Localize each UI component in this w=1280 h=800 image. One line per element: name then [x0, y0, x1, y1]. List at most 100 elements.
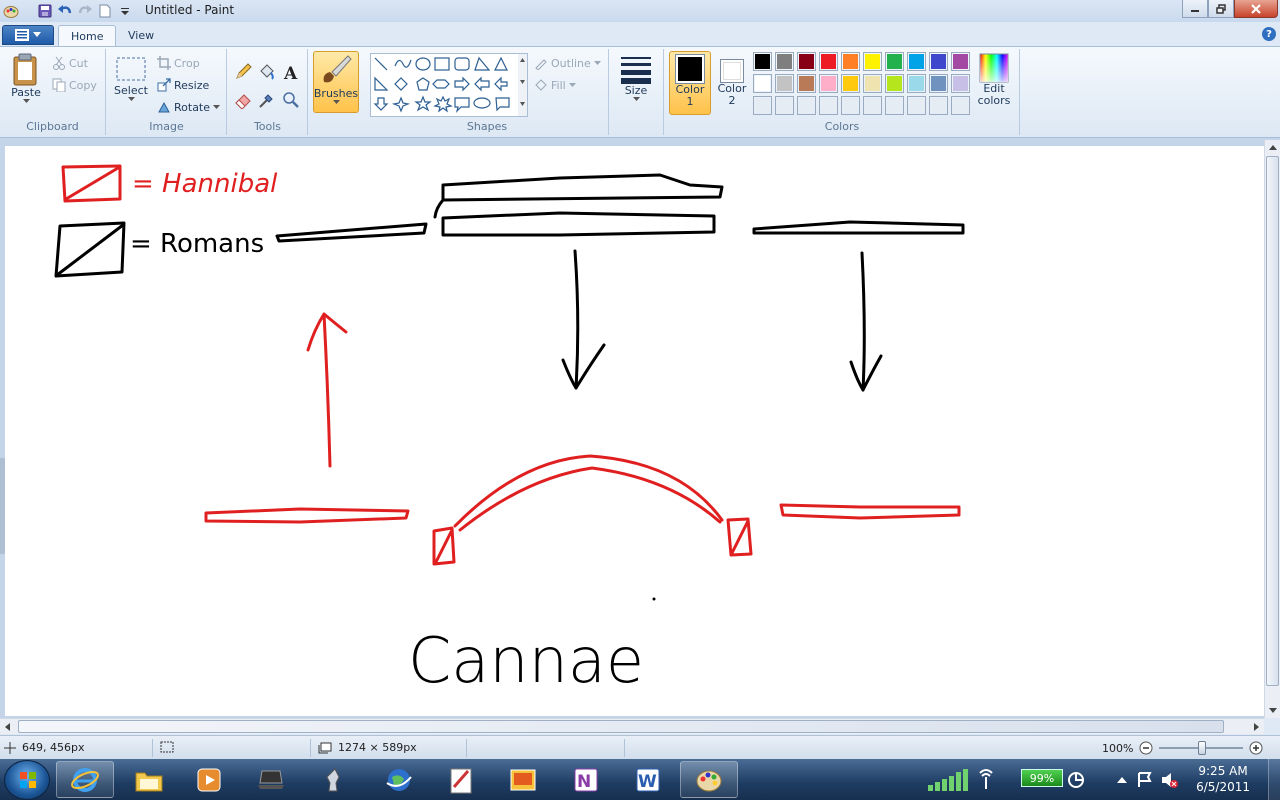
- rotate-button[interactable]: Rotate: [157, 97, 221, 117]
- palette-empty-swatch[interactable]: [863, 96, 882, 115]
- text-icon[interactable]: A: [280, 61, 301, 82]
- status-bar: 649, 456px 1274 × 589px 100%: [0, 735, 1280, 759]
- tab-home[interactable]: Home: [58, 25, 117, 46]
- undo-icon[interactable]: [56, 2, 74, 20]
- system-clock[interactable]: 9:25 AM 6/5/2011: [1196, 763, 1250, 795]
- zoom-out-icon[interactable]: [1139, 741, 1153, 755]
- zoom-slider-thumb[interactable]: [1198, 741, 1207, 755]
- palette-color-swatch[interactable]: [929, 74, 948, 93]
- restore-button[interactable]: [1208, 0, 1234, 18]
- size-button[interactable]: Size: [616, 53, 656, 102]
- scroll-right-icon[interactable]: [1248, 719, 1264, 735]
- minimize-button[interactable]: [1182, 0, 1208, 18]
- palette-empty-swatch[interactable]: [753, 96, 772, 115]
- scroll-down-icon[interactable]: [1265, 702, 1280, 718]
- taskbar-chess[interactable]: [304, 761, 362, 798]
- chevron-down-icon: [213, 104, 221, 109]
- action-center-flag-icon[interactable]: [1136, 771, 1154, 789]
- taskbar-paint[interactable]: [680, 761, 738, 798]
- show-desktop-button[interactable]: [1268, 759, 1280, 800]
- save-icon[interactable]: [36, 2, 54, 20]
- battery-indicator[interactable]: 99%: [1021, 769, 1063, 787]
- magnifier-icon[interactable]: [280, 89, 301, 110]
- palette-color-swatch[interactable]: [907, 52, 926, 71]
- palette-color-swatch[interactable]: [951, 52, 970, 71]
- palette-color-swatch[interactable]: [863, 52, 882, 71]
- palette-color-swatch[interactable]: [951, 74, 970, 93]
- scroll-up-icon[interactable]: [1265, 140, 1280, 156]
- palette-color-swatch[interactable]: [753, 52, 772, 71]
- palette-empty-swatch[interactable]: [819, 96, 838, 115]
- taskbar-google-earth[interactable]: [370, 761, 428, 798]
- eraser-icon[interactable]: [232, 89, 253, 110]
- pencil-icon[interactable]: [232, 61, 253, 82]
- drawing-canvas[interactable]: = Hannibal = Romans Cannae: [5, 146, 1265, 716]
- palette-color-swatch[interactable]: [797, 52, 816, 71]
- taskbar-onenote[interactable]: N: [556, 761, 614, 798]
- power-plug-icon[interactable]: [1066, 770, 1086, 790]
- palette-color-swatch[interactable]: [885, 74, 904, 93]
- color-picker-icon[interactable]: [256, 89, 277, 110]
- wireless-icon[interactable]: [976, 769, 996, 791]
- brushes-button[interactable]: Brushes: [313, 51, 359, 113]
- palette-empty-swatch[interactable]: [797, 96, 816, 115]
- vertical-scroll-thumb[interactable]: [1266, 156, 1279, 686]
- paste-button[interactable]: Paste: [6, 53, 46, 104]
- start-button[interactable]: [4, 760, 50, 800]
- palette-color-swatch[interactable]: [929, 52, 948, 71]
- palette-color-swatch[interactable]: [885, 52, 904, 71]
- paint-menu-button[interactable]: [2, 25, 54, 45]
- palette-color-swatch[interactable]: [819, 74, 838, 93]
- palette-color-swatch[interactable]: [797, 74, 816, 93]
- scroll-left-icon[interactable]: [0, 719, 16, 735]
- zoom-slider[interactable]: [1159, 741, 1244, 755]
- palette-color-swatch[interactable]: [841, 52, 860, 71]
- tab-view[interactable]: View: [128, 29, 155, 42]
- horizontal-scrollbar[interactable]: [0, 718, 1264, 734]
- taskbar-journal[interactable]: [432, 761, 490, 798]
- redo-icon[interactable]: [76, 2, 94, 20]
- palette-empty-swatch[interactable]: [907, 96, 926, 115]
- new-file-icon[interactable]: [96, 2, 114, 20]
- cut-button[interactable]: Cut: [52, 53, 88, 73]
- color2-button[interactable]: Color 2: [714, 53, 750, 107]
- resize-button[interactable]: Resize: [157, 75, 209, 95]
- taskbar-explorer[interactable]: [120, 761, 178, 798]
- color1-button[interactable]: Color 1: [669, 51, 711, 115]
- fill-bucket-icon[interactable]: [256, 61, 277, 82]
- palette-color-swatch[interactable]: [907, 74, 926, 93]
- select-button[interactable]: Select: [113, 55, 149, 102]
- palette-color-swatch[interactable]: [841, 74, 860, 93]
- palette-empty-swatch[interactable]: [885, 96, 904, 115]
- customize-qat-dropdown-icon[interactable]: [116, 2, 134, 20]
- horizontal-scroll-thumb[interactable]: [18, 720, 1224, 733]
- zoom-in-icon[interactable]: [1249, 741, 1263, 755]
- taskbar-internet-explorer[interactable]: [56, 761, 114, 798]
- taskbar-media-player[interactable]: [180, 761, 238, 798]
- volume-muted-icon[interactable]: [1160, 771, 1178, 789]
- taskbar-word[interactable]: W: [618, 761, 676, 798]
- edit-colors-button[interactable]: Edit colors: [974, 53, 1014, 107]
- close-button[interactable]: [1234, 0, 1278, 18]
- palette-color-swatch[interactable]: [863, 74, 882, 93]
- palette-empty-swatch[interactable]: [841, 96, 860, 115]
- palette-empty-swatch[interactable]: [929, 96, 948, 115]
- help-icon[interactable]: ?: [1262, 27, 1276, 41]
- paint-app-icon[interactable]: [2, 2, 20, 20]
- copy-button[interactable]: Copy: [52, 75, 97, 95]
- canvas-resize-handle[interactable]: [0, 458, 6, 554]
- palette-color-swatch[interactable]: [753, 74, 772, 93]
- palette-empty-swatch[interactable]: [951, 96, 970, 115]
- vertical-scrollbar[interactable]: [1264, 140, 1280, 718]
- taskbar-slideshow[interactable]: [494, 761, 552, 798]
- palette-color-swatch[interactable]: [775, 52, 794, 71]
- show-hidden-icons-icon[interactable]: [1116, 775, 1128, 785]
- signal-strength-icon[interactable]: [926, 765, 974, 795]
- taskbar-laptop-app[interactable]: [242, 761, 300, 798]
- palette-color-swatch[interactable]: [775, 74, 794, 93]
- palette-empty-swatch[interactable]: [775, 96, 794, 115]
- palette-color-swatch[interactable]: [819, 52, 838, 71]
- outline-button[interactable]: Outline: [534, 53, 601, 73]
- crop-button[interactable]: Crop: [157, 53, 200, 73]
- fill-button[interactable]: Fill: [534, 75, 576, 95]
